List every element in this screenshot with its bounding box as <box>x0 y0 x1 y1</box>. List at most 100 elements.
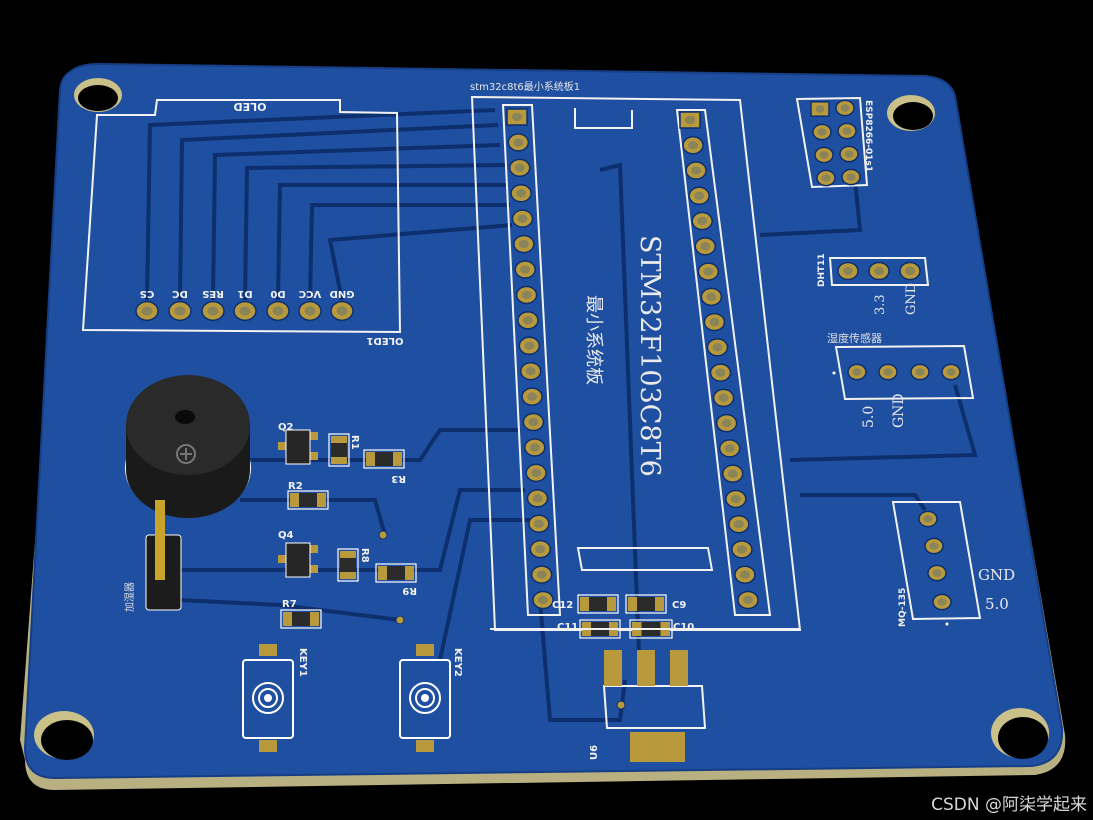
mcu-right-pin <box>691 211 713 231</box>
mq-pin <box>927 564 947 582</box>
r8-resistor <box>337 548 359 582</box>
mcu-left-pin <box>518 336 541 356</box>
mcu-right-pin <box>725 489 747 509</box>
q2-label: Q2 <box>278 422 294 433</box>
mcu-right-pin <box>697 262 720 281</box>
mcu-right-pin <box>712 388 735 408</box>
key1-label: KEY1 <box>297 648 308 677</box>
esp-pin <box>810 101 830 117</box>
mcu-right-pin <box>694 237 717 256</box>
humidity-pin-gnd: GND <box>891 393 907 428</box>
key2-label: KEY2 <box>452 648 463 677</box>
dht-pin <box>899 261 921 281</box>
mcu-right-pin <box>721 464 744 483</box>
mq-pin-5v: 5.0 <box>985 595 1009 613</box>
mcu-left-pin <box>528 514 550 533</box>
r3-label: R3 <box>391 473 406 484</box>
r1-label: R1 <box>349 435 360 450</box>
r7-resistor <box>280 609 322 629</box>
mcu-left-pin <box>529 539 552 559</box>
dht-pin <box>837 261 859 281</box>
q4-transistor <box>278 542 318 578</box>
dht11-header: DHT11 3.3 GND <box>817 253 930 315</box>
mcu-left-pin <box>507 133 530 152</box>
mq-pin <box>924 537 944 555</box>
r2-resistor <box>287 490 329 510</box>
r9-label: R9 <box>402 585 417 596</box>
c11-label: C11 <box>557 622 578 633</box>
r7-label: R7 <box>282 599 297 610</box>
mcu-left-pin <box>517 311 539 330</box>
mcu-left-pin <box>524 438 546 457</box>
mcu-right-pin <box>688 186 710 206</box>
mq-pin <box>918 510 938 528</box>
mcu-left-pin <box>513 234 535 254</box>
r1-resistor <box>328 433 350 467</box>
key2-switch[interactable] <box>399 644 451 752</box>
humidity-sensor-header: 湿度传感器 5.0 GND <box>827 331 975 428</box>
q2-transistor <box>278 429 318 465</box>
oled-pin-pad <box>298 300 322 322</box>
c12-label: C12 <box>552 600 573 611</box>
oled-title: OLED <box>233 100 266 113</box>
mcu-right-pin <box>715 413 738 433</box>
mq-pin-gnd: GND <box>978 566 1015 584</box>
mcu-left-pin <box>525 463 547 483</box>
oled-pin-pad <box>201 300 225 322</box>
oled-ref: OLED1 <box>366 335 403 346</box>
mcu-left-pin <box>510 184 532 203</box>
mcu-left-pin <box>514 260 536 279</box>
oled-pin-label: GND <box>330 288 355 299</box>
mounting-holes <box>34 78 1049 760</box>
esp-pin <box>835 99 855 117</box>
mcu-right-pin <box>679 111 701 129</box>
dht-pin-gnd: GND <box>904 283 919 315</box>
mcu-left-pin <box>530 565 553 584</box>
oled-pin-pad <box>135 300 159 322</box>
mcu-right-pin <box>709 363 732 382</box>
esp-pin <box>816 169 836 187</box>
c9-capacitor <box>625 594 667 614</box>
humidity-label: 湿度传感器 <box>827 331 882 345</box>
mcu-left-pin <box>515 285 538 305</box>
smd-components <box>278 429 673 710</box>
smd-labels: Q2 R1 R3 R2 Q4 R8 R9 R7 KEY1 KEY2 C12 C9… <box>278 422 694 760</box>
r8-label: R8 <box>359 548 370 563</box>
oled-pin-pad <box>168 300 192 322</box>
via <box>395 615 405 625</box>
mq-label: MQ-135 <box>898 588 908 627</box>
mcu-name: STM32F103C8T6 <box>634 235 665 477</box>
oled-pin-label: CS <box>140 288 155 299</box>
esp-pin <box>841 168 861 186</box>
mcu-left-pin <box>521 387 543 406</box>
key1-switch[interactable] <box>242 644 294 752</box>
mcu-right-pin <box>734 565 756 584</box>
r2-label: R2 <box>288 481 303 492</box>
humidifier-jumper: 加湿器 <box>124 500 182 612</box>
mcu-right-pin <box>685 161 707 180</box>
esp-label: ESP8266-01s1 <box>863 100 873 172</box>
mcu-cn-label: 最小系统板 <box>583 295 604 385</box>
oled-pin-label: D1 <box>237 288 252 299</box>
mcu-left-pin <box>511 209 534 228</box>
humidity-pin <box>910 363 930 381</box>
dht-label: DHT11 <box>817 253 827 287</box>
humidity-pin-5v: 5.0 <box>861 406 877 428</box>
mcu-left-pin <box>519 361 542 381</box>
mcu-right-pin <box>718 439 741 458</box>
oled-pin-label: VCC <box>299 288 321 299</box>
mcu-left-pin <box>526 489 549 508</box>
mq-pin <box>932 593 952 611</box>
mcu-right-pin <box>706 338 729 357</box>
via <box>378 530 388 540</box>
oled-pin-label: D0 <box>270 288 285 299</box>
watermark: CSDN @阿柒学起来 <box>931 795 1087 815</box>
buzzer <box>125 375 251 518</box>
c10-label: C10 <box>673 622 694 633</box>
u6-label: U6 <box>589 745 600 760</box>
esp-pin <box>812 123 832 141</box>
r3-resistor <box>363 449 405 469</box>
mcu-left-pin <box>532 590 554 610</box>
